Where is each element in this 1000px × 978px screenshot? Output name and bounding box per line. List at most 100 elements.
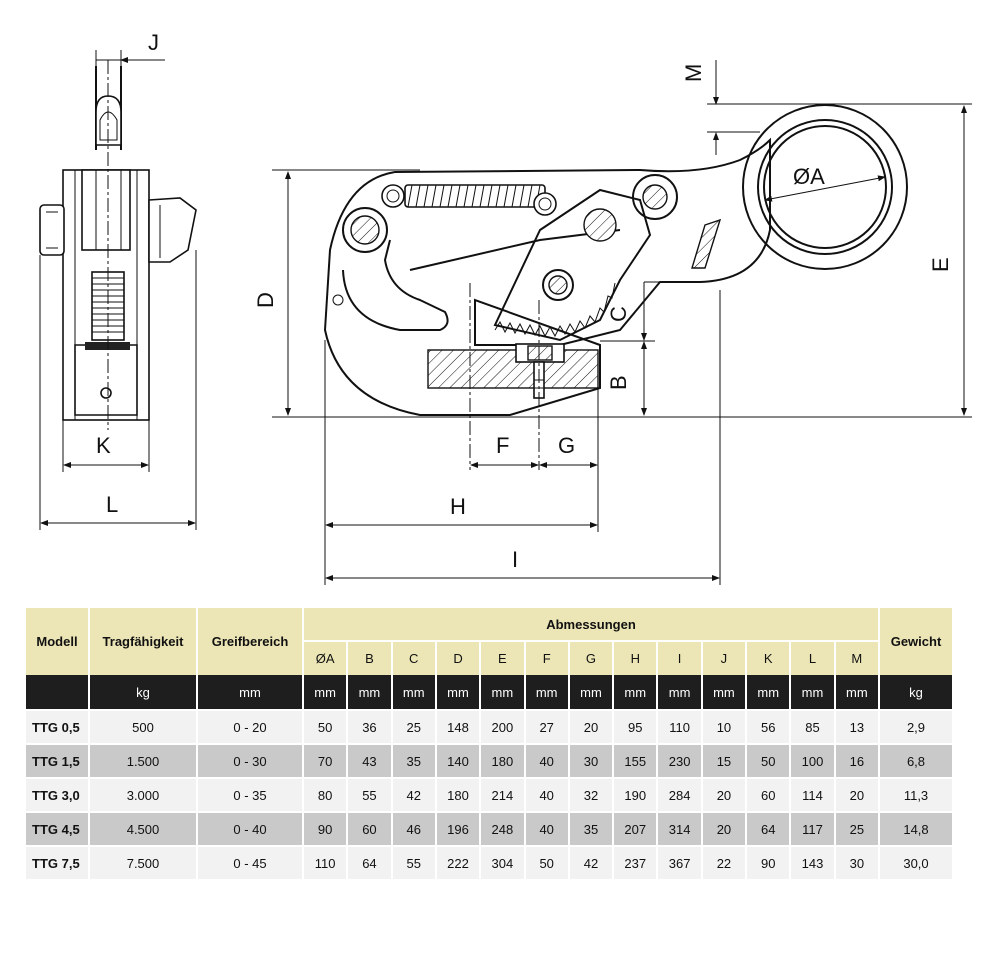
dimension-cell: 95 xyxy=(614,709,657,743)
grip-range-cell: 0 - 45 xyxy=(198,845,302,879)
grip-range-cell: 0 - 20 xyxy=(198,709,302,743)
weight-cell: 11,3 xyxy=(880,777,952,811)
dim-header: M xyxy=(835,640,878,675)
dimension-cell: 42 xyxy=(392,777,435,811)
dimension-cell: 196 xyxy=(436,811,480,845)
dim-header: F xyxy=(525,640,568,675)
dimension-cell: 10 xyxy=(702,709,746,743)
dim-header: L xyxy=(791,640,834,675)
dimension-cell: 50 xyxy=(304,709,347,743)
side-view: J K L xyxy=(39,30,197,530)
dimension-cell: 25 xyxy=(392,709,435,743)
unit-cell: mm xyxy=(198,675,302,709)
dimension-cell: 100 xyxy=(791,743,834,777)
dim-header: K xyxy=(747,640,790,675)
dim-label-c: C xyxy=(606,306,631,322)
capacity-cell: 3.000 xyxy=(90,777,196,811)
dimension-cell: 22 xyxy=(702,845,746,879)
unit-row: kg mm mm mm mm mm mm mm mm mm mm mm mm m… xyxy=(26,675,952,709)
dimension-cell: 27 xyxy=(525,709,568,743)
model-cell: TTG 1,5 xyxy=(26,743,88,777)
dimension-cell: 50 xyxy=(747,743,790,777)
unit-cell: mm xyxy=(569,675,613,709)
grip-range-cell: 0 - 30 xyxy=(198,743,302,777)
dim-header: G xyxy=(569,640,613,675)
dimension-cell: 367 xyxy=(658,845,701,879)
dimension-cell: 46 xyxy=(392,811,435,845)
grip-range-cell: 0 - 35 xyxy=(198,777,302,811)
unit-cell: kg xyxy=(880,675,952,709)
dimension-cell: 90 xyxy=(747,845,790,879)
dimension-cell: 114 xyxy=(791,777,834,811)
dimension-cell: 207 xyxy=(614,811,657,845)
front-view: ØA xyxy=(253,60,972,585)
dimension-cell: 155 xyxy=(614,743,657,777)
dimension-cell: 80 xyxy=(304,777,347,811)
dim-label-d: D xyxy=(253,292,278,308)
dim-label-m: M xyxy=(681,64,706,82)
unit-cell: kg xyxy=(90,675,196,709)
dimension-cell: 55 xyxy=(348,777,391,811)
unit-cell: mm xyxy=(392,675,435,709)
unit-cell: mm xyxy=(436,675,480,709)
dimension-cell: 20 xyxy=(702,811,746,845)
dimension-cell: 85 xyxy=(791,709,834,743)
dimension-cell: 200 xyxy=(481,709,524,743)
dim-header: H xyxy=(614,640,657,675)
dimension-cell: 237 xyxy=(614,845,657,879)
dimension-cell: 50 xyxy=(525,845,568,879)
dimension-cell: 64 xyxy=(747,811,790,845)
dimension-cell: 304 xyxy=(481,845,524,879)
dimension-cell: 35 xyxy=(569,811,613,845)
dim-header: D xyxy=(436,640,480,675)
dim-header-row: ØA B C D E F G H I J K L M xyxy=(26,640,952,675)
dimension-cell: 110 xyxy=(658,709,701,743)
dimension-cell: 20 xyxy=(702,777,746,811)
dimension-cell: 25 xyxy=(835,811,878,845)
dim-header: ØA xyxy=(304,640,347,675)
model-cell: TTG 4,5 xyxy=(26,811,88,845)
dimension-cell: 20 xyxy=(835,777,878,811)
dim-header: I xyxy=(658,640,701,675)
unit-cell: mm xyxy=(747,675,790,709)
dimension-cell: 110 xyxy=(304,845,347,879)
model-cell: TTG 0,5 xyxy=(26,709,88,743)
unit-cell: mm xyxy=(348,675,391,709)
capacity-cell: 7.500 xyxy=(90,845,196,879)
model-cell: TTG 3,0 xyxy=(26,777,88,811)
capacity-cell: 500 xyxy=(90,709,196,743)
dim-header: J xyxy=(702,640,746,675)
dim-label-h: H xyxy=(450,494,466,519)
unit-cell: mm xyxy=(525,675,568,709)
dim-label-e: E xyxy=(928,257,953,272)
model-cell: TTG 7,5 xyxy=(26,845,88,879)
unit-cell: mm xyxy=(835,675,878,709)
dim-label-b: B xyxy=(606,375,631,390)
dim-label-i: I xyxy=(512,547,518,572)
dimension-cell: 248 xyxy=(481,811,524,845)
dimension-cell: 140 xyxy=(436,743,480,777)
dimension-cell: 40 xyxy=(525,777,568,811)
dimension-cell: 20 xyxy=(569,709,613,743)
dimension-cell: 222 xyxy=(436,845,480,879)
header-gewicht: Gewicht xyxy=(880,608,952,675)
dimension-cell: 36 xyxy=(348,709,391,743)
dim-label-f: F xyxy=(496,433,509,458)
header-abmessungen: Abmessungen xyxy=(304,608,878,640)
weight-cell: 6,8 xyxy=(880,743,952,777)
unit-cell: mm xyxy=(658,675,701,709)
weight-cell: 2,9 xyxy=(880,709,952,743)
dimension-cell: 40 xyxy=(525,743,568,777)
dimension-cell: 180 xyxy=(481,743,524,777)
header-modell: Modell xyxy=(26,608,88,675)
dimension-cell: 32 xyxy=(569,777,613,811)
header-row: Modell Tragfähigkeit Greifbereich Abmess… xyxy=(26,608,952,675)
dim-header: B xyxy=(348,640,391,675)
dimension-cell: 314 xyxy=(658,811,701,845)
grip-range-cell: 0 - 40 xyxy=(198,811,302,845)
technical-drawing: J K L ØA xyxy=(39,30,972,585)
